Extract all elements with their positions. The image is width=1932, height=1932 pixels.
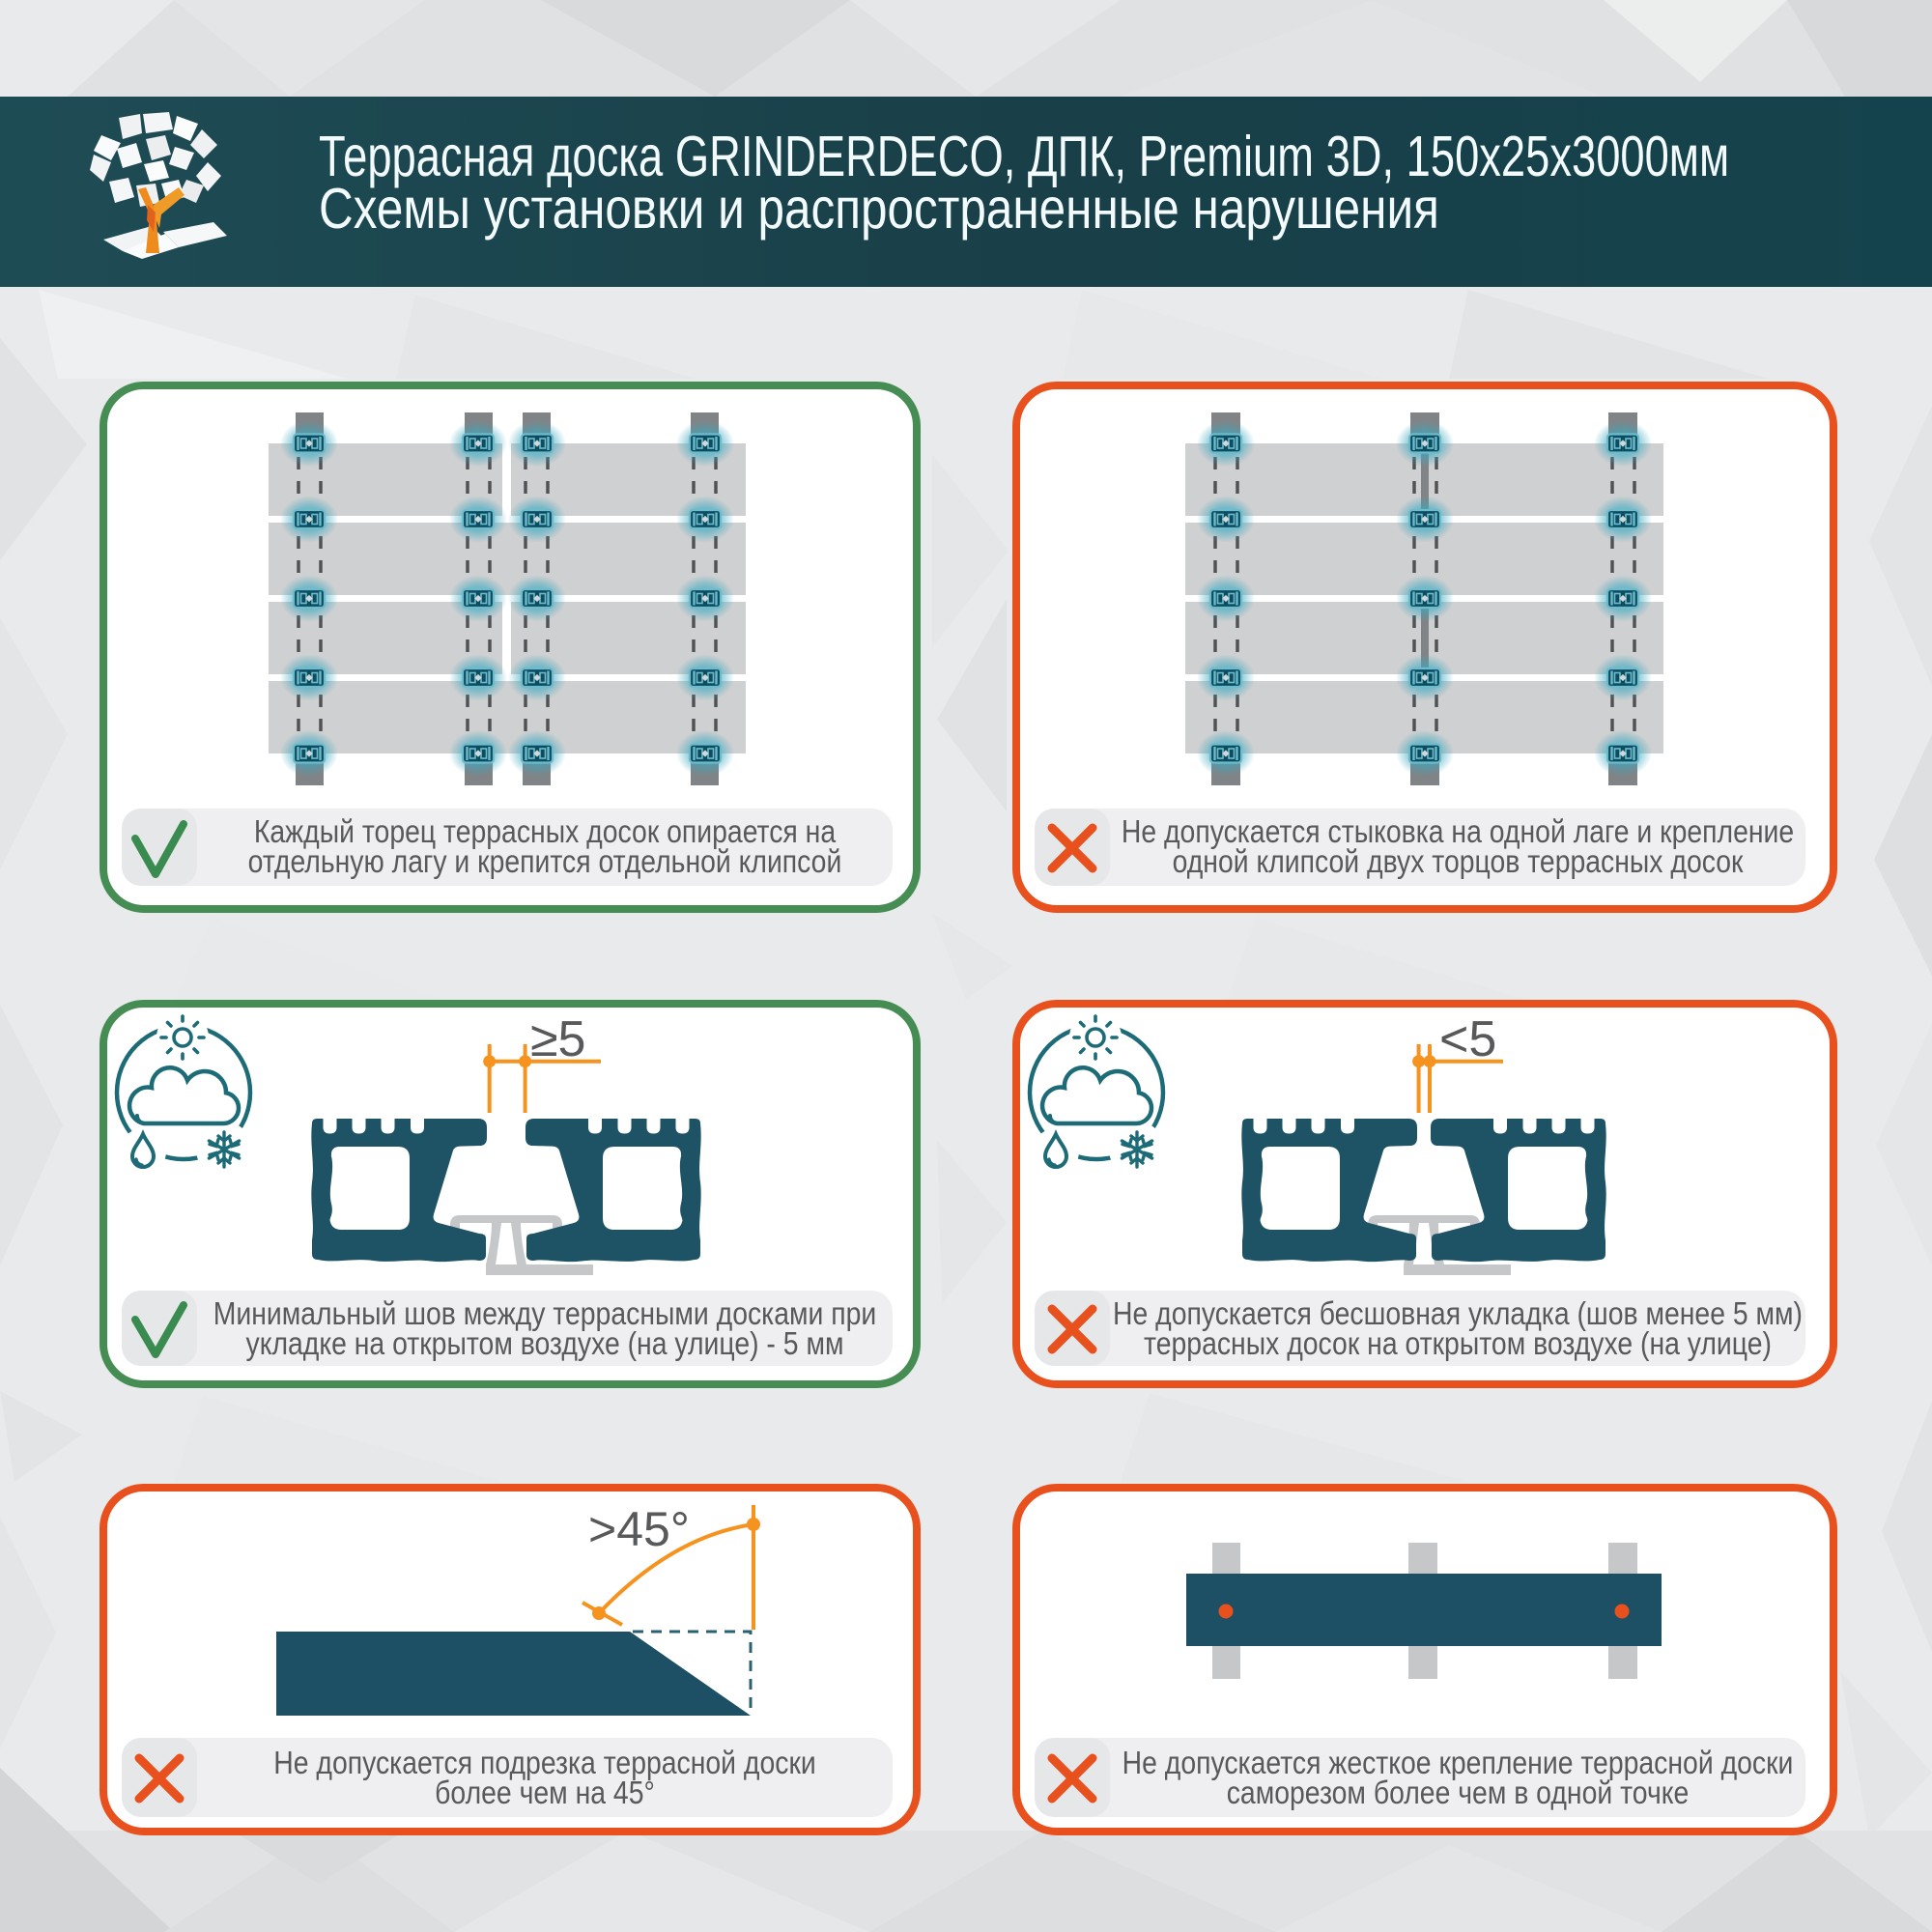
svg-text:>45°: >45° [588, 1502, 690, 1556]
svg-text:<5: <5 [1439, 1011, 1496, 1067]
svg-text:≥5: ≥5 [530, 1011, 585, 1067]
